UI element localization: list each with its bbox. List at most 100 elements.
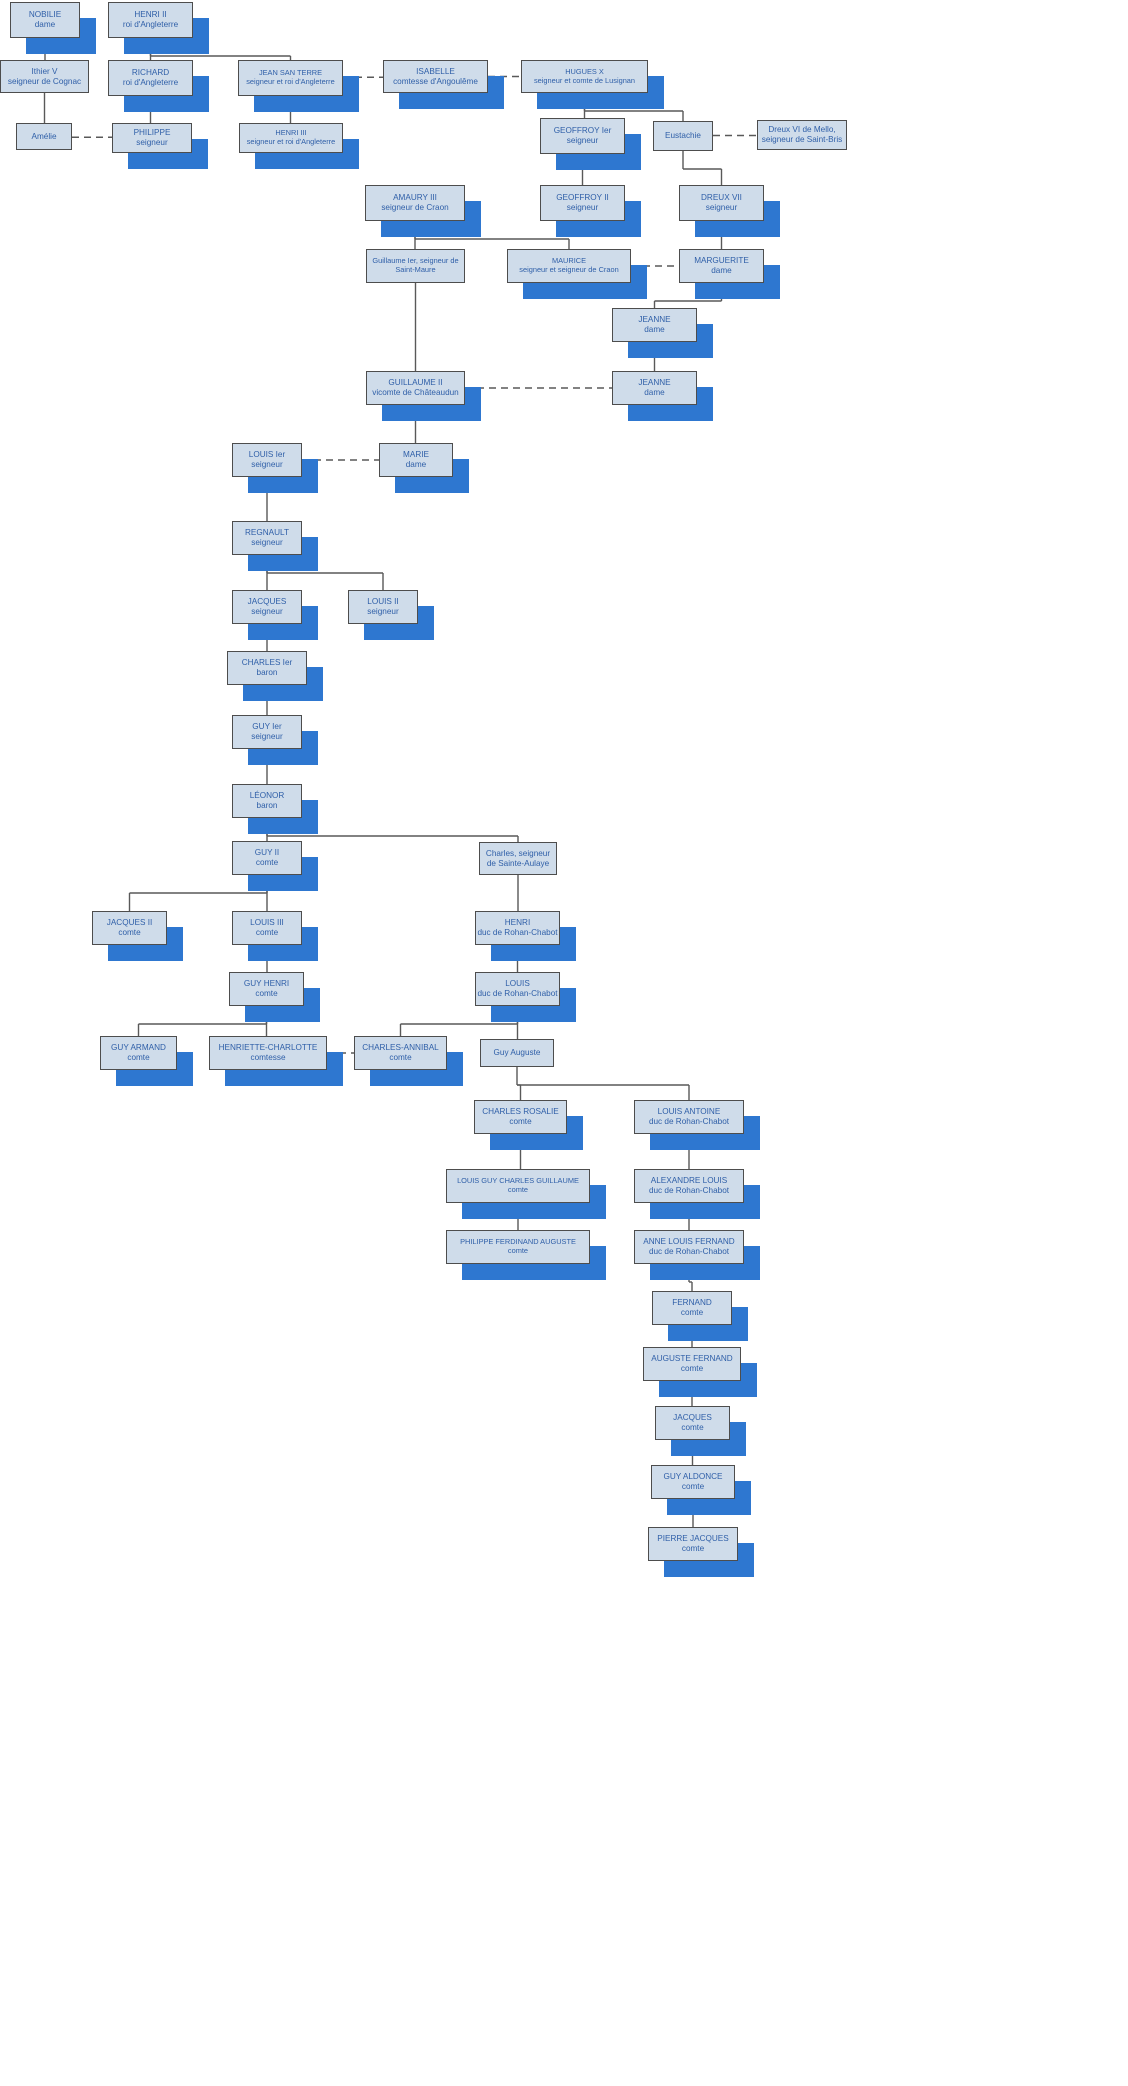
node-name: GUILLAUME II: [388, 378, 443, 388]
node-title: comte: [507, 1246, 529, 1255]
node-name: LOUIS II: [367, 597, 399, 607]
node-name: JEAN SAN TERRE: [258, 68, 323, 78]
node-name: AUGUSTE FERNAND: [651, 1354, 733, 1364]
node-name: Dreux VI de Mello,: [768, 125, 836, 135]
node-title: seigneur: [367, 607, 399, 616]
node-title: seigneur et roi d'Angleterre: [246, 137, 336, 146]
node-name: DREUX VII: [701, 193, 742, 203]
node-name: MAURICE: [551, 256, 587, 266]
node-title: seigneur: [136, 138, 168, 147]
node-title: comte: [127, 1053, 150, 1062]
node-title: de Sainte-Aulaye: [486, 858, 550, 868]
node-title: comte: [507, 1185, 529, 1194]
node-name: HENRIETTE-CHARLOTTE: [218, 1043, 318, 1053]
node-title: seigneur: [705, 203, 738, 212]
node-name: GEOFFROY Ier: [553, 126, 612, 136]
node-name: PIERRE JACQUES: [657, 1534, 729, 1544]
node-name: GUY HENRI: [243, 979, 290, 989]
node-name: JACQUES: [247, 597, 287, 607]
tree-node[interactable]: Eustachie: [653, 121, 713, 151]
node-name: PHILIPPE: [133, 128, 171, 138]
node-name: LOUIS Ier: [248, 450, 286, 460]
node-name: GUY ARMAND: [111, 1043, 166, 1053]
node-name: LOUIS ANTOINE: [657, 1107, 721, 1117]
node-title: seigneur: [251, 538, 283, 547]
tree-node[interactable]: Guy Auguste: [480, 1039, 554, 1067]
node-name: LOUIS III: [250, 918, 284, 928]
node-title: seigneur de Cognac: [7, 76, 82, 86]
node-title: duc de Rohan-Chabot: [477, 928, 558, 937]
node-name: ANNE LOUIS FERNAND: [643, 1237, 735, 1247]
node-title: dame: [644, 325, 665, 334]
node-title: duc de Rohan-Chabot: [648, 1117, 730, 1126]
node-title: comte: [255, 928, 279, 937]
node-title: comte: [680, 1364, 704, 1373]
node-title: dame: [34, 20, 56, 29]
node-name: CHARLES ROSALIE: [482, 1107, 559, 1117]
tree-node[interactable]: Amélie: [16, 123, 72, 150]
node-name: MARGUERITE: [694, 256, 749, 266]
node-title: vicomte de Châteaudun: [372, 388, 459, 397]
node-name: GUY Ier: [252, 722, 282, 732]
node-name: JEANNE: [638, 378, 671, 388]
node-title: comte: [255, 858, 279, 867]
node-title: seigneur et seigneur de Craon: [519, 265, 619, 274]
node-name: HENRI: [504, 918, 531, 928]
node-title: comtesse: [250, 1053, 286, 1062]
tree-node[interactable]: Dreux VI de Mello,seigneur de Saint-Bris: [757, 120, 847, 150]
node-name: HENRI II: [134, 10, 167, 20]
node-name: CHARLES-ANNIBAL: [362, 1043, 439, 1053]
node-name: MARIE: [403, 450, 429, 460]
node-title: comte: [681, 1544, 705, 1553]
node-name: GUY II: [254, 848, 280, 858]
